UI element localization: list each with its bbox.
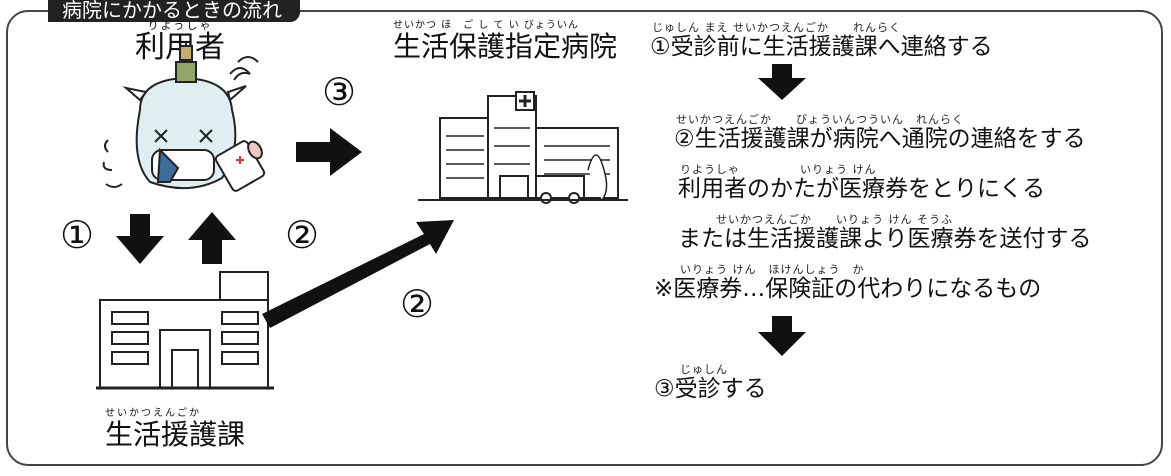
arrow-step-1-to-2 [758, 64, 806, 100]
step-3: じゅしん ③受診する [654, 363, 767, 403]
note-furigana: いりょう けん ほけんしょう か [680, 263, 865, 276]
step-1: じゅしん まえ せいかつえんごか れんらく ①受診前に生活援護課へ連絡する [650, 21, 993, 61]
arrow-note-to-step-3 [758, 316, 806, 356]
step-3-furigana: じゅしん [680, 363, 728, 376]
page-title: 病院にかかるときの流れ [48, 0, 300, 22]
arrow-user-to-office [116, 214, 164, 264]
step-2-mail-furigana: せいかつえんごか いりょう けん そうふ [680, 213, 953, 226]
step-2: せいかつえんごか びょういんつういん れんらく ②生活援護課が病院へ通院の連絡を… [674, 113, 1086, 153]
hospital-illustration [418, 91, 628, 204]
hospital-label: せいかつ ほ ご し て い びょういん 生活保護指定病院 [393, 20, 617, 62]
step-2-mail-text: または生活援護課より医療券を送付する [678, 226, 1092, 252]
office-illustration [96, 271, 274, 390]
step-3-text: ③受診する [654, 376, 767, 402]
arrow-user-to-hospital [296, 128, 362, 176]
mascot-illustration [102, 42, 266, 192]
flow-number-user-to-hospital: ③ [322, 70, 357, 114]
step-1-furigana: じゅしん まえ せいかつえんごか れんらく [652, 21, 901, 34]
note-medical-ticket: いりょう けん ほけんしょう か ※医療券…保険証の代わりになるもの [654, 263, 1042, 303]
step-2-pickup-text: 利用者のかたが医療券をとりにくる [678, 176, 1046, 202]
note-text: ※医療券…保険証の代わりになるもの [654, 276, 1042, 302]
step-2-pickup-furigana: りようしゃ いりょう けん [680, 163, 877, 176]
flow-number-user-to-office: ① [60, 213, 95, 257]
arrow-office-to-hospital [262, 220, 454, 328]
step-2-pickup: りようしゃ いりょう けん 利用者のかたが医療券をとりにくる [678, 163, 1046, 203]
arrow-office-to-user [188, 212, 236, 264]
step-2-furigana: せいかつえんごか びょういんつういん れんらく [676, 113, 964, 126]
flow-arrows [116, 64, 806, 356]
office-furigana: せいかつえんごか [105, 408, 201, 419]
flow-number-office-to-hospital: ② [400, 282, 435, 326]
office-title: 生活援護課 [105, 418, 246, 451]
user-furigana: りようしゃ [147, 19, 213, 32]
step-1-text: ①受診前に生活援護課へ連絡する [650, 34, 993, 60]
flow-number-office-to-user: ② [285, 213, 320, 257]
step-2-text: ②生活援護課が病院へ通院の連絡をする [674, 126, 1086, 152]
hospital-title: 生活保護指定病院 [393, 30, 618, 63]
step-2-mail: せいかつえんごか いりょう けん そうふ または生活援護課より医療券を送付する [678, 213, 1092, 253]
hospital-furigana: せいかつ ほ ご し て い びょういん [393, 20, 579, 31]
office-label: せいかつえんごか 生活援護課 [105, 408, 245, 450]
